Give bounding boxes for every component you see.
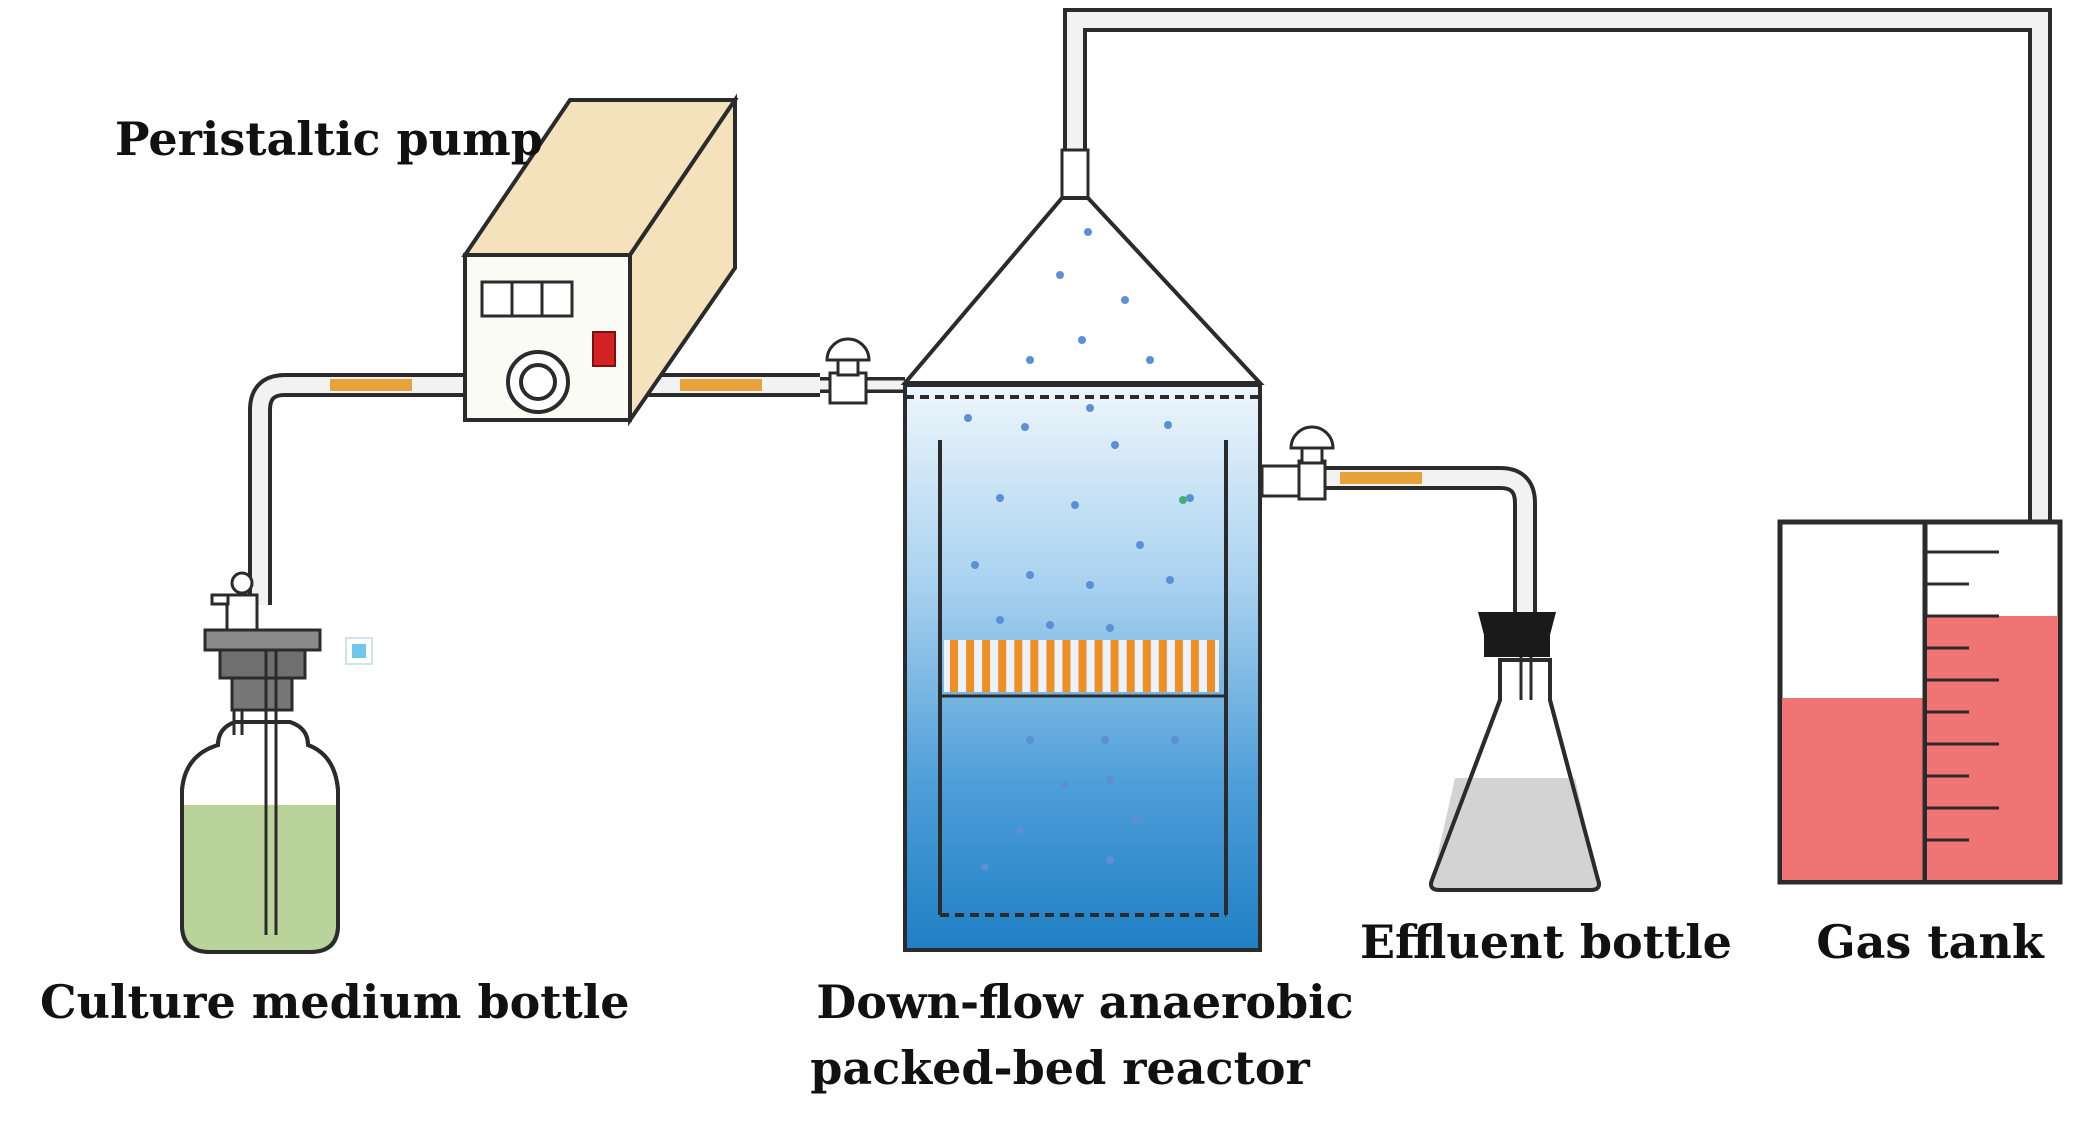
gas-line-pipe: [1063, 8, 2052, 525]
bottle-inner-tubes: [232, 650, 278, 935]
gas-bubble: [1106, 624, 1114, 632]
gas-bubble: [1046, 621, 1054, 629]
stopcock-valve-icon: [825, 337, 871, 405]
gas-bubble: [1078, 336, 1086, 344]
gas-bubble: [996, 494, 1004, 502]
packing-rod: [998, 640, 1007, 692]
packing-rod: [950, 640, 958, 692]
gas-bubble: [1171, 736, 1179, 744]
peristaltic-pump-label: Peristaltic pump: [115, 112, 543, 166]
gas-bubble: [1131, 816, 1139, 824]
gas-bubble: [1111, 441, 1119, 449]
three-window-display-icon: [480, 280, 574, 318]
reactor-label-line2: packed-bed reactor: [810, 1041, 1310, 1095]
gas-bubble: [996, 616, 1004, 624]
gas-bubble: [1086, 581, 1094, 589]
effluent-valve-icon: [1260, 425, 1335, 501]
gas-bubble: [971, 561, 979, 569]
packing-rod: [1046, 640, 1055, 692]
reactor-packing: [944, 640, 1219, 692]
gas-bubble: [1056, 271, 1064, 279]
effluent-line-pipe: [1262, 466, 1537, 620]
gas-tank-inner-liquid: [1927, 616, 2058, 880]
packing-rod: [1030, 640, 1039, 692]
packing-rod: [1190, 640, 1199, 692]
culture-medium-bottle: [180, 571, 340, 954]
gas-tank-outer-liquid: [1782, 698, 1925, 880]
effluent-tube-orange: [1340, 472, 1422, 484]
gas-tank: [1777, 519, 2063, 885]
packing-rod: [982, 640, 991, 692]
gas-bubble: [1106, 856, 1114, 864]
pump-indicator-light: [592, 331, 616, 367]
feed-tube-orange-right: [680, 379, 762, 391]
effluent-bottle: [1429, 612, 1601, 892]
gas-bubble: [1136, 541, 1144, 549]
stray-square-mark-inner: [352, 644, 366, 658]
gas-bubble: [1061, 781, 1069, 789]
peristaltic-pump: [461, 93, 739, 427]
packing-rod: [1110, 640, 1119, 692]
packing-rod: [1158, 640, 1167, 692]
gas-bubble: [1071, 501, 1079, 509]
gas-bubble: [1164, 421, 1172, 429]
gas-bubble: [1101, 736, 1109, 744]
culture-medium-liquid: [184, 805, 336, 950]
flask-stopper: [1478, 612, 1556, 657]
gas-bubble: [1021, 423, 1029, 431]
packing-rod: [1078, 640, 1087, 692]
packing-rod: [1174, 640, 1183, 692]
packing-rod: [1207, 640, 1215, 692]
reactor-gas-outlet: [900, 148, 1265, 385]
gas-bubble: [981, 863, 989, 871]
packing-rod: [1126, 640, 1135, 692]
gas-bubble: [1106, 776, 1114, 784]
packing-rod: [1142, 640, 1151, 692]
packed-bed-reactor: [900, 148, 1265, 952]
gas-bubble: [964, 414, 972, 422]
gas-bubble: [1086, 404, 1094, 412]
packing-rod: [1014, 640, 1023, 692]
gas-bubble: [1186, 494, 1194, 502]
feed-tube-orange-left: [330, 379, 412, 391]
gas-bubble: [1121, 296, 1129, 304]
packing-rod: [1062, 640, 1071, 692]
gas-tank-label: Gas tank: [1816, 915, 2045, 969]
gas-tank-scale: [1927, 550, 1999, 842]
gas-bubble: [1179, 496, 1187, 504]
gas-bubble: [1146, 356, 1154, 364]
reactor-label-line1: Down-flow anaerobic: [816, 975, 1353, 1029]
gas-bubble: [1166, 576, 1174, 584]
gas-bubble: [1026, 736, 1034, 744]
gas-bubble: [1016, 826, 1024, 834]
effluent-bottle-label: Effluent bottle: [1360, 915, 1732, 969]
effluent-liquid: [1431, 778, 1599, 890]
gas-bubble: [1026, 571, 1034, 579]
packing-rod: [966, 640, 975, 692]
culture-medium-bottle-label: Culture medium bottle: [40, 975, 630, 1029]
bottle-top-valve-icon: [210, 571, 259, 632]
peristaltic-rotor-icon: [506, 350, 570, 414]
bottle-cap: [203, 628, 322, 712]
gas-bubbles: [964, 228, 1194, 871]
gas-bubble: [1084, 228, 1092, 236]
packing-rod: [1094, 640, 1103, 692]
gas-bubble: [1026, 356, 1034, 364]
